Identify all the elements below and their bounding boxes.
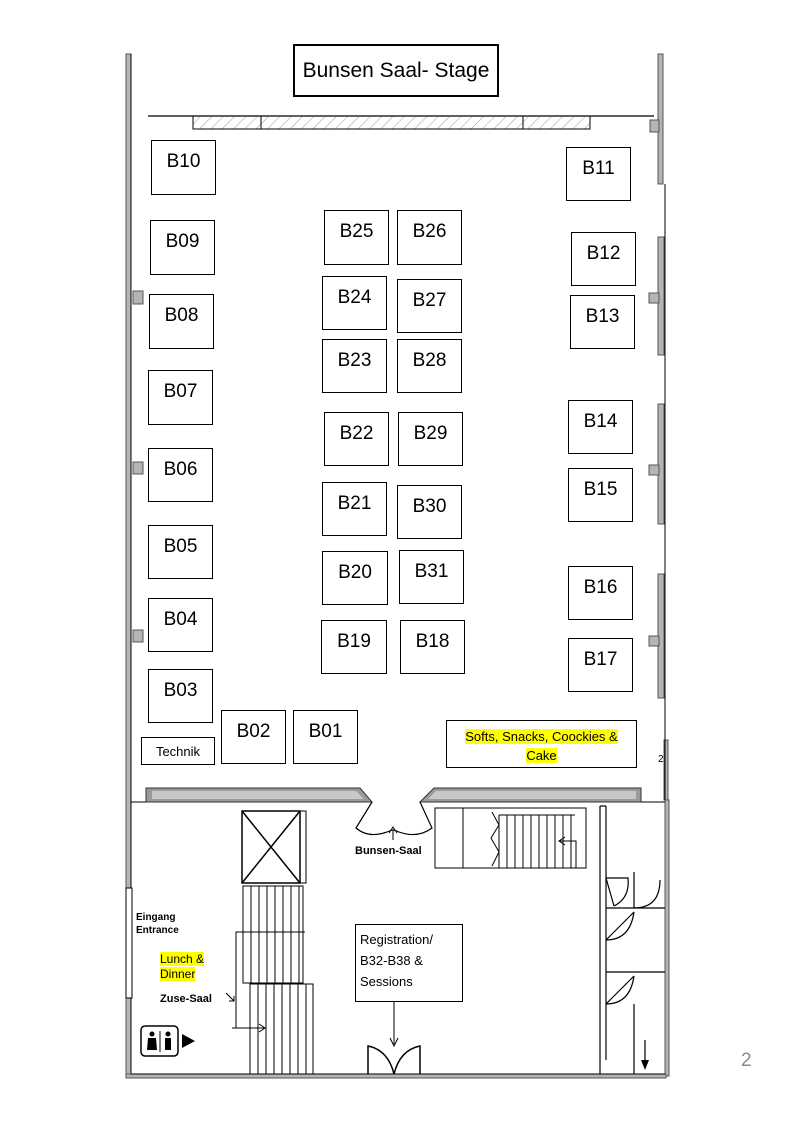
booth-label: B16 — [583, 577, 618, 598]
booth-b29: B29 — [398, 412, 463, 466]
door-icon — [367, 1045, 421, 1075]
booth-label: B26 — [412, 221, 447, 242]
booth-b01: B01 — [293, 710, 358, 764]
booth-label: B03 — [163, 680, 198, 701]
booth-b28: B28 — [397, 339, 462, 393]
booth-label: B10 — [166, 151, 201, 172]
booth-label: B21 — [337, 493, 372, 514]
booth-b02: B02 — [221, 710, 286, 764]
technik-area: Technik — [141, 737, 215, 765]
booth-label: B09 — [165, 231, 200, 252]
booth-label: B08 — [164, 305, 199, 326]
booth-label: B15 — [583, 479, 618, 500]
booth-b25: B25 — [324, 210, 389, 265]
booth-b14: B14 — [568, 400, 633, 454]
booth-label: B29 — [413, 423, 448, 444]
booth-b18: B18 — [400, 620, 465, 674]
booth-b05: B05 — [148, 525, 213, 579]
booth-b16: B16 — [568, 566, 633, 620]
lunch-label-line2: Dinner — [160, 967, 196, 981]
booth-b03: B03 — [148, 669, 213, 723]
lunch-dinner-label: Lunch & Dinner — [160, 952, 205, 982]
booth-label: B12 — [586, 243, 621, 264]
technik-label: Technik — [155, 744, 201, 759]
booth-b10: B10 — [151, 140, 216, 195]
elevator-icon — [241, 810, 307, 884]
booth-label: B27 — [412, 290, 447, 311]
booth-label: B31 — [414, 561, 449, 582]
refreshments-label-line1: Softs, Snacks, Coockies & — [465, 729, 618, 744]
restroom-icon — [140, 1025, 195, 1057]
booth-label: B23 — [337, 350, 372, 371]
stairs-icon — [434, 807, 587, 869]
booth-b13: B13 — [570, 295, 635, 349]
booth-b11: B11 — [566, 147, 631, 201]
booth-label: B18 — [415, 631, 450, 652]
stage-title: Bunsen Saal- Stage — [293, 44, 499, 97]
booth-label: B14 — [583, 411, 618, 432]
booth-label: B07 — [163, 381, 198, 402]
booth-label: B24 — [337, 287, 372, 308]
booth-b07: B07 — [148, 370, 213, 425]
bunsen-saal-label: Bunsen-Saal — [355, 845, 422, 857]
booth-b08: B08 — [149, 294, 214, 349]
booth-b31: B31 — [399, 550, 464, 604]
registration-line3: Sessions — [360, 974, 413, 989]
booth-label: B06 — [163, 459, 198, 480]
booth-label: B20 — [338, 562, 372, 583]
booth-b24: B24 — [322, 276, 387, 330]
booth-b27: B27 — [397, 279, 462, 333]
registration-line2: B32-B38 & — [360, 953, 423, 968]
booth-label: B13 — [585, 306, 620, 327]
booth-b19: B19 — [321, 620, 387, 674]
booth-b17: B17 — [568, 638, 633, 692]
booth-b20: B20 — [322, 551, 388, 605]
entrance-label: Entrance — [136, 925, 179, 936]
lunch-label-line1: Lunch & — [160, 952, 205, 966]
refreshments-area: Softs, Snacks, Coockies & Cake — [446, 720, 637, 768]
booth-b04: B04 — [148, 598, 213, 652]
booth-label: B11 — [582, 158, 615, 179]
booth-label: B02 — [236, 721, 271, 742]
refreshments-label-line2: Cake — [526, 748, 557, 763]
booth-label: B22 — [339, 423, 374, 444]
booth-label: B01 — [308, 721, 343, 742]
booth-label: B28 — [412, 350, 447, 371]
booth-label: B05 — [163, 536, 198, 557]
booth-b22: B22 — [324, 412, 389, 466]
svg-text:2: 2 — [658, 754, 664, 765]
booth-b12: B12 — [571, 232, 636, 286]
booth-b09: B09 — [150, 220, 215, 275]
eingang-label: Eingang — [136, 912, 176, 923]
booth-label: B30 — [412, 496, 447, 517]
registration-line1: Registration/ — [360, 932, 433, 947]
booth-label: B25 — [339, 221, 374, 242]
stairs-icon — [232, 885, 314, 1075]
door-icon — [355, 801, 433, 836]
zuse-saal-label: Zuse-Saal — [160, 993, 212, 1005]
booth-b26: B26 — [397, 210, 462, 265]
registration-area: Registration/ B32-B38 & Sessions — [355, 924, 463, 1002]
booth-b15: B15 — [568, 468, 633, 522]
booth-b23: B23 — [322, 339, 387, 393]
booth-b30: B30 — [397, 485, 462, 539]
booth-label: B19 — [337, 631, 371, 652]
page-number: 2 — [741, 1050, 752, 1071]
booth-b06: B06 — [148, 448, 213, 502]
booth-b21: B21 — [322, 482, 387, 536]
arrow-icon — [641, 1060, 649, 1070]
booth-label: B04 — [163, 609, 198, 630]
booth-label: B17 — [583, 649, 618, 670]
